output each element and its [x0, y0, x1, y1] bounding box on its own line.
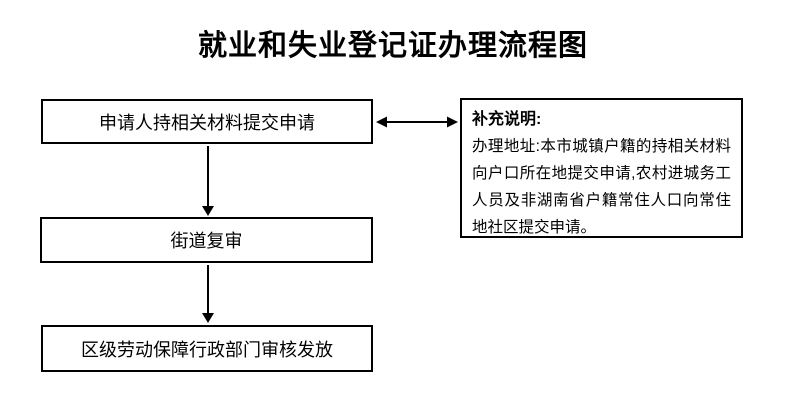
flow-step-2: 街道复审	[40, 217, 373, 263]
flow-step-1-label: 申请人持相关材料提交申请	[99, 112, 315, 133]
note-heading: 补充说明:	[472, 111, 542, 128]
down-arrow-step1-to-step2-icon	[202, 146, 214, 216]
note-body: 办理地址:本市城镇户籍的持相关材料向户口所在地提交申请,农村进城务工人员及非湖南…	[472, 138, 731, 236]
double-arrow-step1-to-note-icon	[376, 116, 458, 128]
note-box: 补充说明: 办理地址:本市城镇户籍的持相关材料向户口所在地提交申请,农村进城务工…	[460, 98, 743, 238]
flow-step-3: 区级劳动保障行政部门审核发放	[41, 325, 373, 372]
flow-step-3-label: 区级劳动保障行政部门审核发放	[81, 339, 333, 360]
page-title: 就业和失业登记证办理流程图	[197, 30, 588, 62]
flow-step-1: 申请人持相关材料提交申请	[41, 99, 373, 144]
down-arrow-step2-to-step3-icon	[202, 265, 214, 323]
flow-step-2-label: 街道复审	[170, 231, 243, 251]
